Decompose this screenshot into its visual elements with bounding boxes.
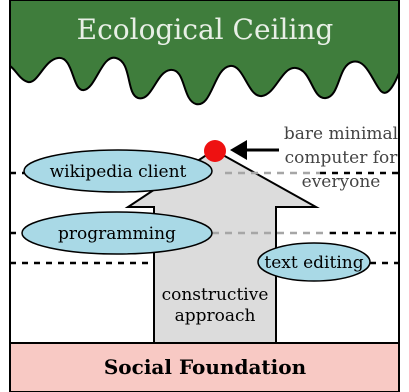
target-dot <box>204 140 226 162</box>
social-foundation-band <box>9 342 400 392</box>
milestone-wikipedia-client: wikipedia client <box>23 149 213 193</box>
ecological-ceiling-band <box>9 0 400 106</box>
milestone-text-editing: text editing <box>257 242 371 282</box>
social-foundation-label: Social Foundation <box>104 355 307 379</box>
arrow-label-line-2: approach <box>175 306 256 326</box>
ecological-ceiling-label: Ecological Ceiling <box>77 13 334 46</box>
milestone-ellipse <box>23 149 213 193</box>
milestone-label-wikipedia-client: wikipedia client <box>50 162 187 182</box>
milestone-ellipse <box>257 242 371 282</box>
milestone-label-programming: programming <box>58 224 176 244</box>
target-label-line-3: everyone <box>302 172 381 192</box>
arrow-label-line-1: constructive <box>162 285 269 305</box>
milestone-programming: programming <box>21 211 213 255</box>
constructive-approach-arrow <box>124 148 320 347</box>
target-label-line-1: bare minimal <box>284 124 398 144</box>
milestone-label-text-editing: text editing <box>264 253 363 273</box>
target-pointer-arrowhead-icon <box>230 140 247 160</box>
target-label-line-2: computer for <box>285 148 399 168</box>
milestone-ellipse <box>21 211 213 255</box>
